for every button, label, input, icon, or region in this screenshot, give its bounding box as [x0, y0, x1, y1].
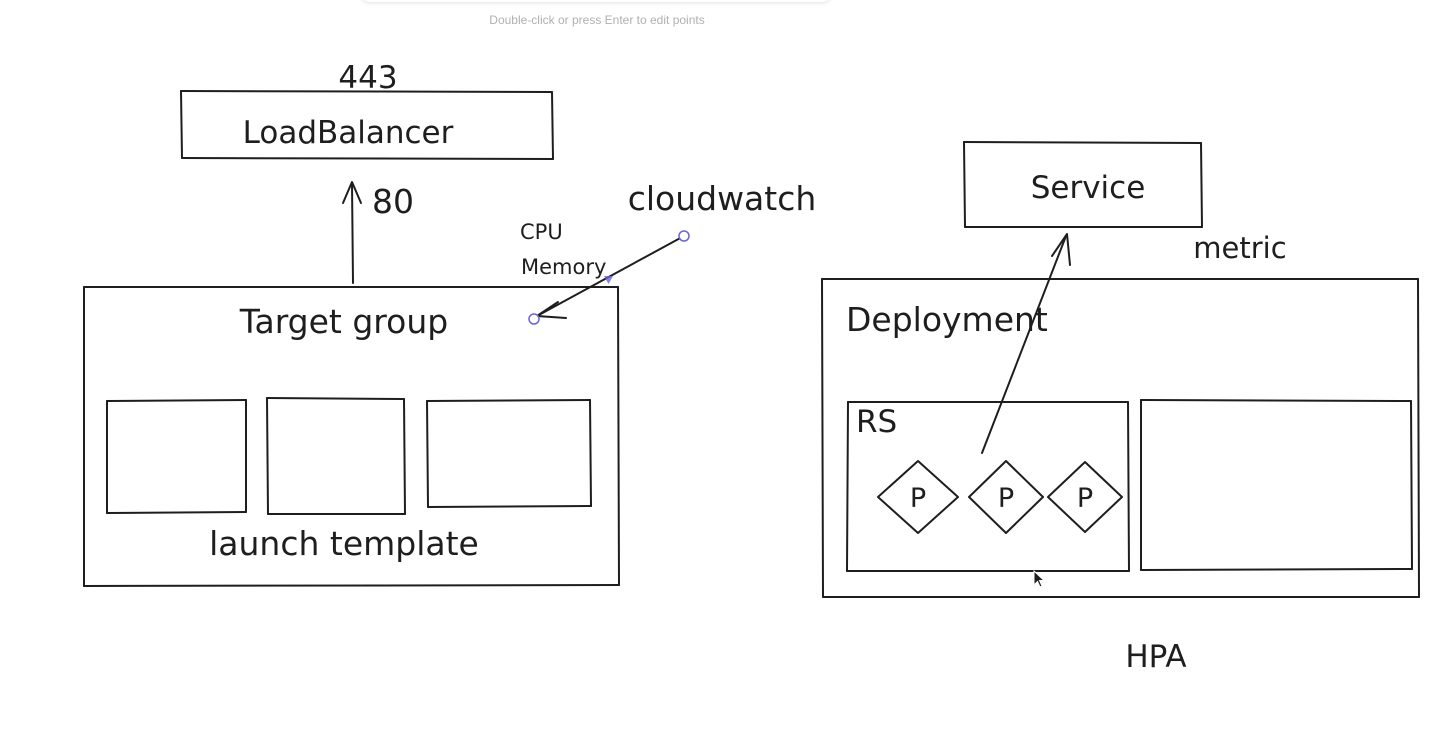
arrow-end-handle[interactable]	[528, 313, 540, 325]
deployment-box[interactable]	[821, 278, 1420, 598]
port-80-label[interactable]: 80	[372, 182, 414, 221]
memory-label[interactable]: Memory	[521, 255, 606, 279]
service-box[interactable]	[963, 141, 1203, 228]
mouse-pointer-icon	[1033, 569, 1046, 588]
pod-label-1[interactable]: P	[910, 483, 926, 514]
launch-template-label[interactable]: launch template	[209, 524, 479, 563]
pod-label-3[interactable]: P	[1077, 483, 1093, 514]
arrow-start-handle[interactable]	[678, 230, 690, 242]
replica-box-2[interactable]	[1140, 399, 1413, 571]
edit-points-hint: Double-click or press Enter to edit poin…	[489, 13, 705, 27]
target-group-label[interactable]: Target group	[239, 302, 448, 341]
deployment-label[interactable]: Deployment	[846, 300, 1048, 339]
hpa-label[interactable]: HPA	[1125, 639, 1186, 675]
pod-diamond-3[interactable]	[1047, 461, 1123, 533]
arrow-pod-to-service[interactable]	[981, 233, 1071, 454]
load-balancer-box[interactable]	[180, 90, 554, 160]
pod-label-2[interactable]: P	[998, 483, 1014, 514]
cloudwatch-label[interactable]: cloudwatch	[628, 179, 817, 218]
rs-label[interactable]: RS	[856, 404, 897, 440]
instance-box-2[interactable]	[266, 397, 406, 515]
metric-label[interactable]: metric	[1193, 231, 1286, 265]
arrow-target-to-lb[interactable]	[342, 181, 362, 284]
service-label[interactable]: Service	[1031, 170, 1146, 206]
toolbar-panel-edge	[360, 0, 832, 2]
load-balancer-label[interactable]: LoadBalancer	[243, 115, 454, 151]
arrow-midpoint-handle[interactable]	[604, 276, 613, 284]
target-group-box[interactable]	[83, 286, 620, 587]
pod-diamond-2[interactable]	[968, 460, 1044, 534]
port-443-label[interactable]: 443	[338, 60, 397, 96]
rs-box[interactable]	[846, 401, 1130, 572]
instance-box-3[interactable]	[426, 399, 592, 508]
arrow-cloudwatch-to-target-group[interactable]	[528, 230, 690, 325]
pod-diamond-1[interactable]	[877, 460, 959, 534]
instance-box-1[interactable]	[106, 399, 247, 514]
cpu-label[interactable]: CPU	[520, 220, 563, 244]
